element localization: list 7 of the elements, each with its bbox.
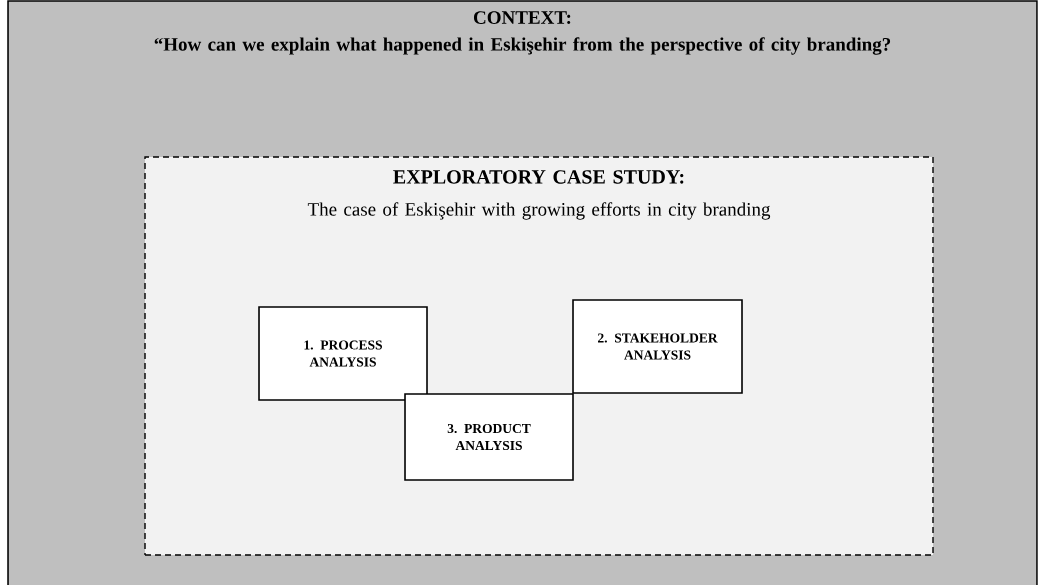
analysis-box: 2. STAKEHOLDER ANALYSIS	[572, 299, 743, 394]
analysis-box: 3. PRODUCT ANALYSIS	[404, 393, 574, 481]
box-subtitle: The case of Eskişehir with growing efforts in city branding	[307, 202, 771, 220]
box-heading: EXPLORATORY CASE STUDY:	[393, 170, 684, 184]
analysis-box: 1. PROCESS ANALYSIS	[258, 306, 428, 401]
panel-heading: CONTEXT:	[474, 11, 571, 25]
research-question: “How can we explain what happened in Eskişehir from the perspective of city branding?	[154, 37, 891, 55]
